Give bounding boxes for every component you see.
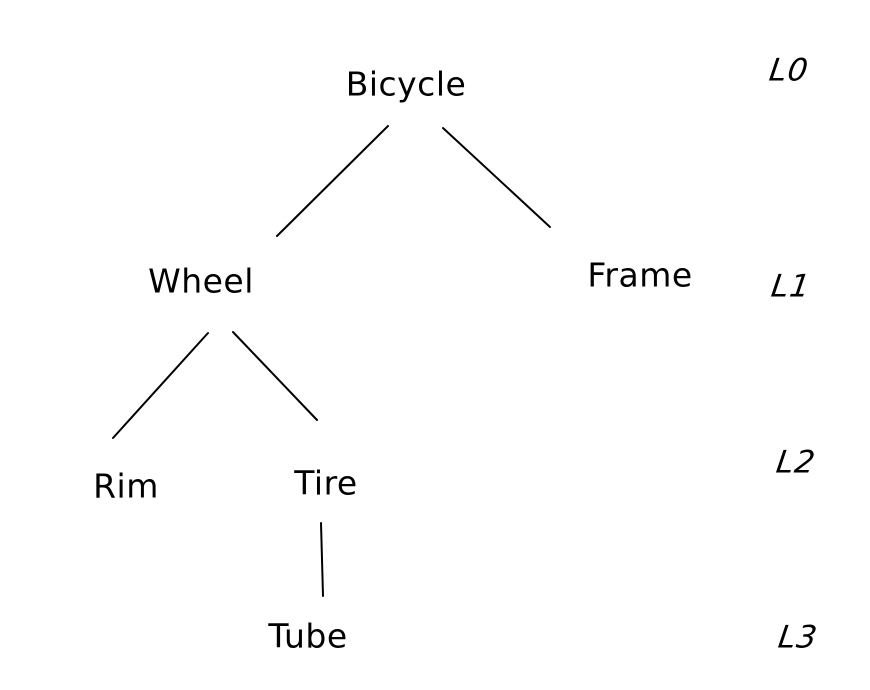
level-label-l3: L3 — [776, 619, 821, 656]
node-tire: Tire — [294, 463, 358, 503]
node-rim: Rim — [93, 466, 159, 506]
node-frame: Frame — [587, 255, 693, 295]
node-wheel: Wheel — [148, 261, 254, 301]
node-tube: Tube — [268, 616, 348, 656]
edge-bicycle-wheel — [276, 125, 389, 237]
edge-wheel-tire — [232, 331, 318, 421]
edge-tire-tube — [320, 522, 324, 597]
level-label-l1: L1 — [769, 268, 814, 305]
edge-wheel-rim — [112, 332, 209, 439]
edge-bicycle-frame — [442, 127, 551, 228]
node-bicycle: Bicycle — [345, 64, 467, 104]
level-label-l0: L0 — [767, 52, 812, 89]
level-label-l2: L2 — [774, 444, 819, 481]
